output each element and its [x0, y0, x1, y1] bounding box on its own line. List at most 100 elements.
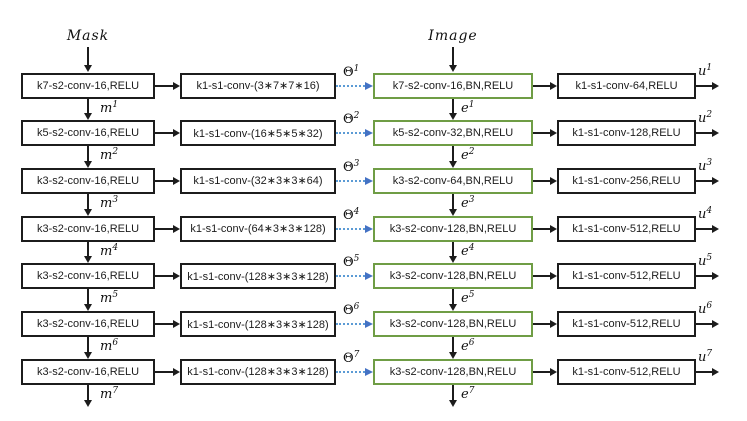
theta-label-2-base: Θ [343, 112, 354, 128]
image-conv-box-2: k5-s2-conv-32,BN,RELU [373, 120, 533, 147]
theta-conv-box-1: k1-s1-conv-(3∗7∗7∗16) [180, 72, 336, 99]
u-label-5-sup: 5 [706, 253, 713, 264]
e-label-3: e3 [461, 194, 475, 211]
m-label-2-sup: 2 [112, 147, 119, 158]
u-label-3-sup: 3 [706, 157, 713, 168]
m-label-1-base: m [100, 100, 113, 116]
u-label-3: u3 [698, 157, 713, 174]
e-label-5-sup: 5 [468, 290, 475, 301]
m-label-7-base: m [100, 386, 113, 402]
theta-label-6: Θ6 [343, 302, 359, 318]
image-conv-box-3: k3-s2-conv-64,BN,RELU [373, 167, 533, 194]
theta-conv-box-3: k1-s1-conv-(32∗3∗3∗64) [180, 167, 336, 194]
m-arrow-5 [87, 289, 89, 304]
u-label-1-sup: 1 [706, 62, 713, 73]
e-label-1-base: e [461, 100, 469, 116]
theta-label-6-base: Θ [343, 303, 354, 318]
m-label-7-sup: 7 [112, 385, 119, 396]
u-label-4-base: u [698, 206, 707, 222]
u-label-2: u2 [698, 110, 713, 126]
u-label-7-sup: 7 [706, 348, 713, 359]
m-label-6: m6 [100, 338, 118, 354]
image-to-up-arrow-1 [533, 84, 550, 87]
mask-conv-box-1: k7-s2-conv-16,RELU [21, 72, 155, 99]
m-label-2-base: m [100, 148, 113, 164]
mask-conv-box-6: k3-s2-conv-16,RELU [21, 311, 155, 337]
u-label-5: u5 [698, 253, 713, 270]
e-label-1-sup: 1 [468, 99, 475, 110]
e-arrow-4 [452, 241, 454, 257]
theta-label-3: Θ3 [343, 159, 359, 175]
m-label-5-base: m [100, 291, 113, 307]
theta-label-7-sup: 7 [353, 349, 360, 360]
m-label-3: m3 [100, 194, 119, 211]
u-label-5-base: u [698, 254, 707, 270]
image-to-up-arrow-5 [533, 275, 550, 278]
theta-label-4: Θ4 [343, 207, 359, 223]
e-label-6-base: e [461, 339, 469, 354]
mask-conv-box-3: k3-s2-conv-16,RELU [21, 167, 155, 194]
theta-label-4-base: Θ [343, 207, 354, 223]
e-label-4-base: e [461, 243, 469, 259]
m-label-1: m1 [100, 99, 119, 116]
theta-dotted-arrow-6 [336, 320, 373, 328]
mask-conv-box-5: k3-s2-conv-16,RELU [21, 263, 155, 290]
m-label-6-base: m [100, 339, 113, 354]
up-conv-box-5: k1-s1-conv-512,RELU [557, 263, 696, 290]
theta-dotted-arrow-4 [336, 224, 373, 233]
u-label-2-sup: 2 [706, 110, 713, 121]
u-label-4: u4 [698, 205, 713, 222]
e-label-2-base: e [461, 148, 469, 164]
e-label-3-sup: 3 [468, 194, 475, 205]
e-label-6: e6 [461, 338, 474, 354]
u-label-4-sup: 4 [706, 205, 713, 216]
u-label-7: u7 [698, 348, 713, 365]
m-arrow-1 [87, 98, 89, 114]
mask-conv-box-4: k3-s2-conv-16,RELU [21, 215, 155, 242]
theta-dotted-arrow-1 [336, 81, 373, 90]
e-label-7-sup: 7 [468, 385, 475, 396]
m-label-3-sup: 3 [112, 194, 119, 205]
m-label-5-sup: 5 [112, 290, 119, 301]
image-conv-box-7: k3-s2-conv-128,BN,RELU [373, 358, 533, 385]
m-label-5: m5 [100, 290, 119, 307]
theta-label-5: Θ5 [343, 254, 360, 270]
e-arrow-7 [452, 384, 454, 400]
e-arrow-5 [452, 289, 454, 304]
m-label-1-sup: 1 [112, 99, 119, 110]
u-output-arrow-6 [696, 323, 712, 325]
image-conv-box-5: k3-s2-conv-128,BN,RELU [373, 263, 533, 290]
m-arrow-4 [87, 241, 89, 257]
mask-conv-box-7: k3-s2-conv-16,RELU [21, 358, 155, 385]
theta-conv-box-6: k1-s1-conv-(128∗3∗3∗128) [180, 311, 336, 337]
mask-to-theta-arrow-2 [155, 132, 173, 135]
theta-label-7-base: Θ [343, 350, 354, 366]
image-input-arrow [452, 47, 454, 65]
theta-dotted-arrow-3 [336, 176, 373, 185]
m-label-4: m4 [100, 242, 119, 259]
u-label-1-base: u [698, 63, 707, 79]
up-conv-box-1: k1-s1-conv-64,RELU [557, 72, 696, 99]
image-to-up-arrow-4 [533, 227, 550, 230]
mask-input-arrow [87, 47, 89, 65]
m-label-4-sup: 4 [112, 242, 119, 253]
u-output-arrow-3 [696, 179, 712, 182]
e-label-4-sup: 4 [468, 242, 475, 253]
e-arrow-6 [452, 337, 454, 352]
mask-to-theta-arrow-6 [155, 323, 173, 325]
e-arrow-2 [452, 146, 454, 161]
image-to-up-arrow-7 [533, 370, 550, 373]
mask-to-theta-arrow-5 [155, 275, 173, 278]
mask-to-theta-arrow-3 [155, 179, 173, 182]
image-conv-box-1: k7-s2-conv-16,BN,RELU [373, 72, 533, 99]
e-label-4: e4 [461, 242, 475, 259]
theta-dotted-arrow-5 [336, 272, 373, 281]
u-output-arrow-5 [696, 275, 712, 278]
image-input-label: Image [428, 28, 478, 44]
theta-label-5-sup: 5 [353, 254, 360, 265]
mask-input-label: Mask [66, 28, 110, 44]
e-label-3-base: e [461, 195, 469, 211]
u-output-arrow-4 [696, 227, 712, 230]
theta-label-1-sup: 1 [353, 63, 360, 74]
theta-label-2-sup: 2 [353, 111, 360, 122]
